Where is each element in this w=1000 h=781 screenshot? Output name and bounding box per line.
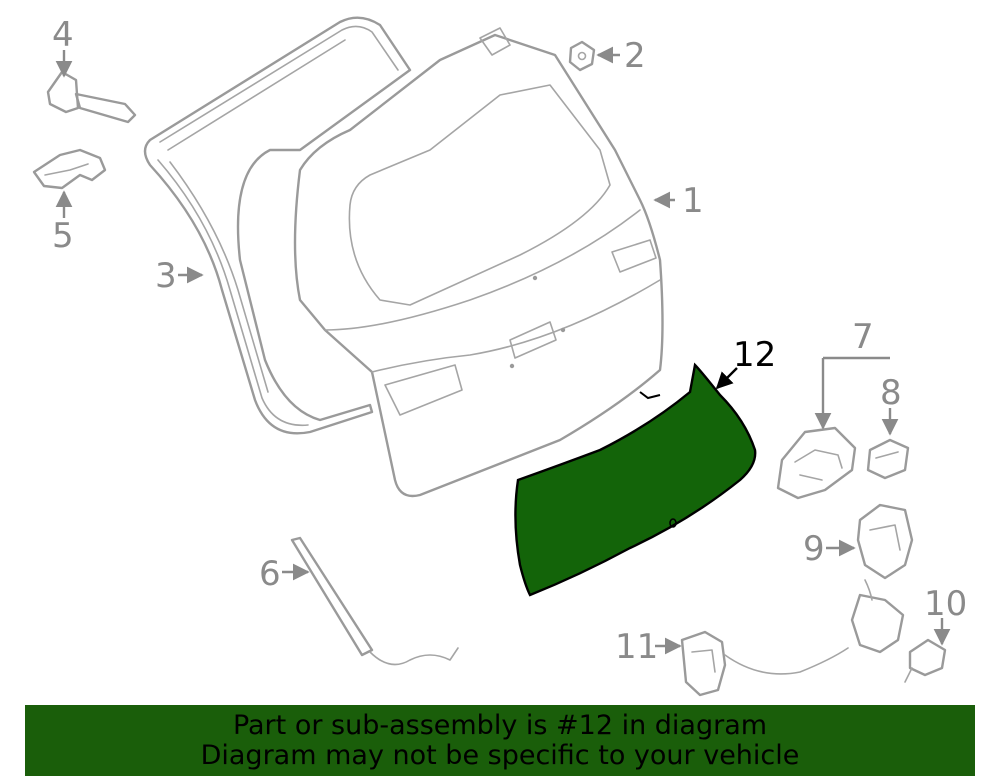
- banner-line-2: Diagram may not be specific to your vehi…: [200, 740, 800, 771]
- part-2-clip: [568, 40, 596, 72]
- part-8-switch: [866, 438, 910, 480]
- part-1-liftgate: [293, 27, 664, 498]
- callout-12: 12: [733, 335, 776, 375]
- part-9-actuator: [850, 503, 914, 654]
- part-12-glass: [514, 362, 757, 597]
- callout-4: 4: [52, 15, 74, 55]
- part-10-sensor: [904, 638, 947, 683]
- callout-7: 7: [852, 317, 874, 357]
- part-4-hinge: [46, 70, 137, 124]
- callout-1: 1: [682, 181, 704, 221]
- info-banner: Part or sub-assembly is #12 in diagram D…: [25, 705, 975, 776]
- callout-2: 2: [624, 36, 646, 76]
- callout-3: 3: [155, 256, 177, 296]
- part-5-bracket: [32, 148, 107, 190]
- callout-labels: 1 2 3 4 5 6 7 8 9 10 11 12: [52, 15, 967, 667]
- part-11-cable-actuator: [680, 630, 849, 697]
- callout-10: 10: [924, 584, 967, 624]
- callout-5: 5: [52, 216, 74, 256]
- callout-11: 11: [615, 627, 658, 667]
- part-7-latch: [776, 426, 857, 500]
- banner-line-1: Part or sub-assembly is #12 in diagram: [232, 710, 768, 741]
- callout-8: 8: [880, 373, 902, 413]
- part-6-strut: [290, 536, 459, 666]
- part-3-weatherstrip: [143, 16, 412, 435]
- leader-lines: [55, 46, 951, 655]
- callout-9: 9: [803, 529, 825, 569]
- callout-6: 6: [259, 554, 281, 594]
